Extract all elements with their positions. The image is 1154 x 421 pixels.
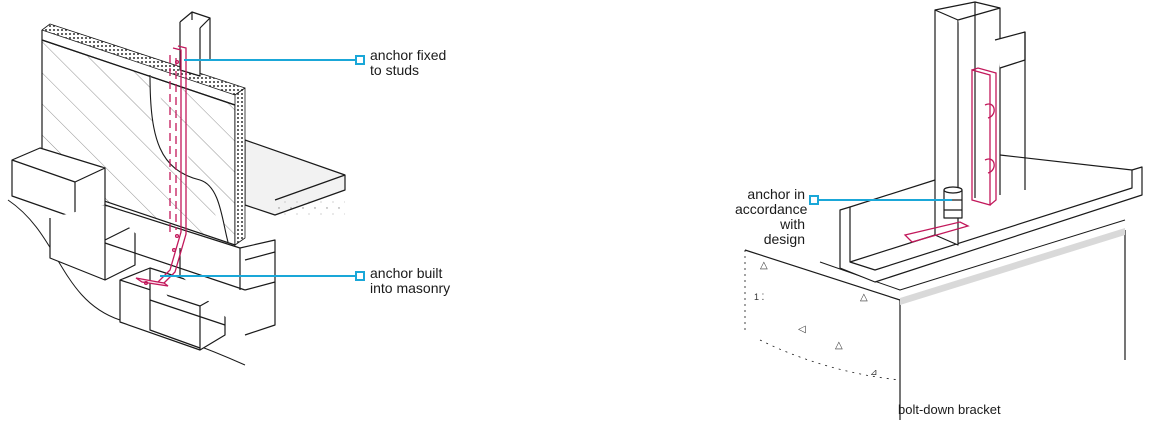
bottom-track <box>839 154 1143 283</box>
masonry-wall-detail <box>7 11 346 366</box>
svg-text:△: △ <box>835 340 843 351</box>
leader-masonry <box>160 271 365 281</box>
callout-anchor-built-into-masonry: anchor built into masonry <box>370 265 451 296</box>
steel-stud <box>179 11 211 77</box>
leader-lines <box>160 55 952 281</box>
svg-text:◁: ◁ <box>798 324 806 335</box>
svg-text:1 ⁚: 1 ⁚ <box>754 292 764 302</box>
svg-text:△: △ <box>860 292 868 303</box>
callout-marker-icon <box>355 271 365 281</box>
figure-caption: bolt-down bracket <box>898 402 1001 417</box>
leader-design <box>809 195 952 205</box>
leader-studs <box>184 55 365 65</box>
stud-wall-panel <box>41 23 246 246</box>
callout-anchor-in-accordance-with-design: anchor in accordance with design <box>735 186 808 247</box>
callout-anchor-fixed-to-studs: anchor fixed to studs <box>370 47 447 78</box>
svg-text:△: △ <box>760 260 768 271</box>
hold-down-bracket <box>903 67 997 243</box>
anchor-bolt <box>943 186 963 219</box>
callout-marker-icon <box>809 195 819 205</box>
masonry-blocks <box>11 147 276 351</box>
callout-marker-icon <box>355 55 365 65</box>
svg-text:⊿: ⊿ <box>870 367 878 377</box>
concrete-footing: △ ◁ △ △ 1 ⁚ ⊿ <box>744 219 1126 420</box>
floor-slab <box>244 139 346 216</box>
